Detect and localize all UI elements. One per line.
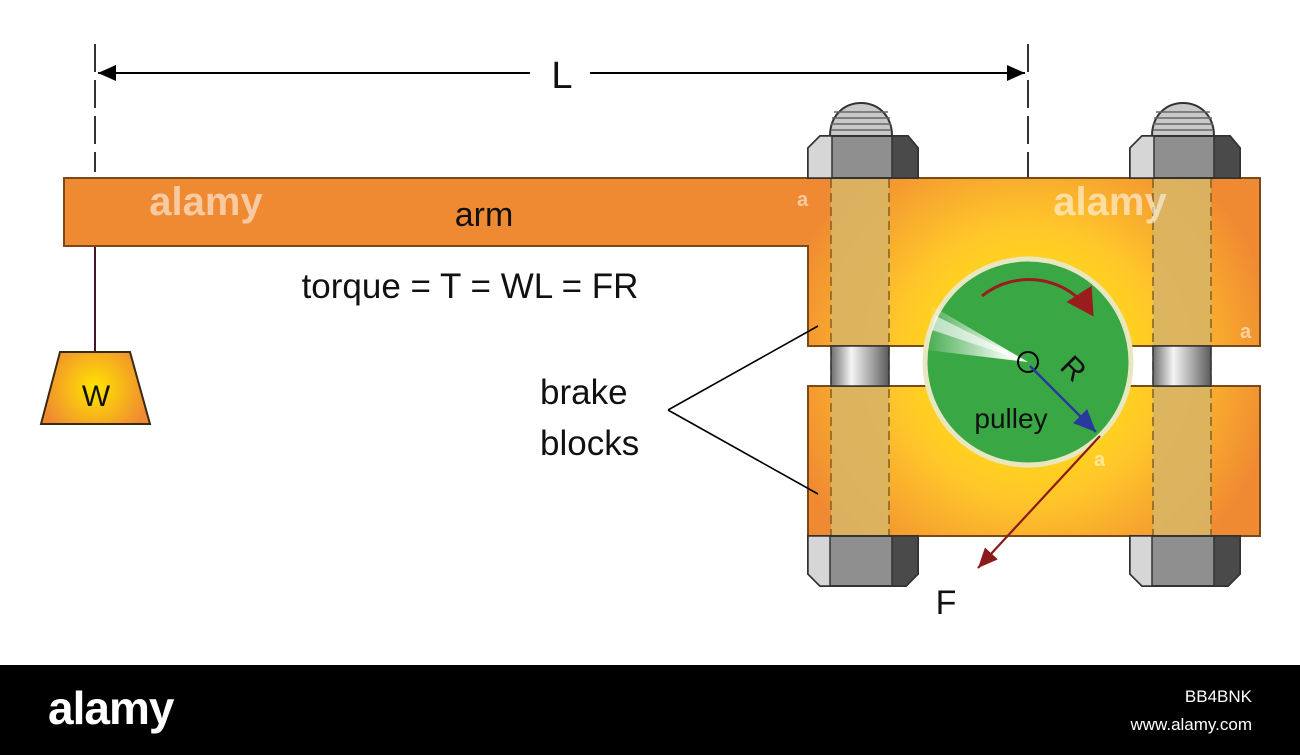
torque-equation: torque = T = WL = FR	[302, 267, 639, 306]
brake-label-line1: brake	[540, 373, 628, 412]
length-label: L	[551, 55, 572, 97]
bolt-head-left	[807, 102, 919, 179]
weight-label: W	[82, 380, 111, 413]
stock-footer-bar: alamy BB4BNK www.alamy.com	[0, 665, 1300, 755]
radius-arrow	[1029, 365, 1097, 433]
pulley: R pulley	[922, 256, 1134, 468]
image-id: BB4BNK	[1184, 687, 1252, 706]
hanging-weight: W	[39, 246, 152, 425]
pulley-label: pulley	[974, 403, 1047, 434]
bolt-head-right	[1129, 102, 1241, 179]
watermark-right: alamy	[1053, 180, 1167, 224]
nut-right	[1129, 535, 1241, 587]
pulley-shine	[926, 306, 1028, 362]
weight-block	[39, 351, 152, 425]
brake-label-line2: blocks	[540, 424, 639, 463]
rotation-arrow	[981, 278, 1094, 317]
force-label: F	[936, 584, 957, 622]
force-arrow	[977, 435, 1101, 569]
bolt-shafts	[830, 179, 1212, 535]
watermark-small-3: a	[1094, 449, 1106, 471]
arm-label: arm	[455, 196, 514, 234]
nut-left	[807, 535, 919, 587]
watermarks: alamy alamy a a a	[149, 180, 1252, 471]
alamy-logo: alamy	[48, 682, 174, 734]
watermark-small-1: a	[797, 189, 809, 211]
watermark-small-2: a	[1240, 321, 1252, 343]
watermark-left: alamy	[149, 180, 263, 224]
pulley-center	[1017, 351, 1039, 373]
site-url: www.alamy.com	[1130, 715, 1252, 734]
brake-dynamometer-diagram: L W	[39, 44, 1261, 622]
brake-block-leaders	[667, 325, 819, 495]
